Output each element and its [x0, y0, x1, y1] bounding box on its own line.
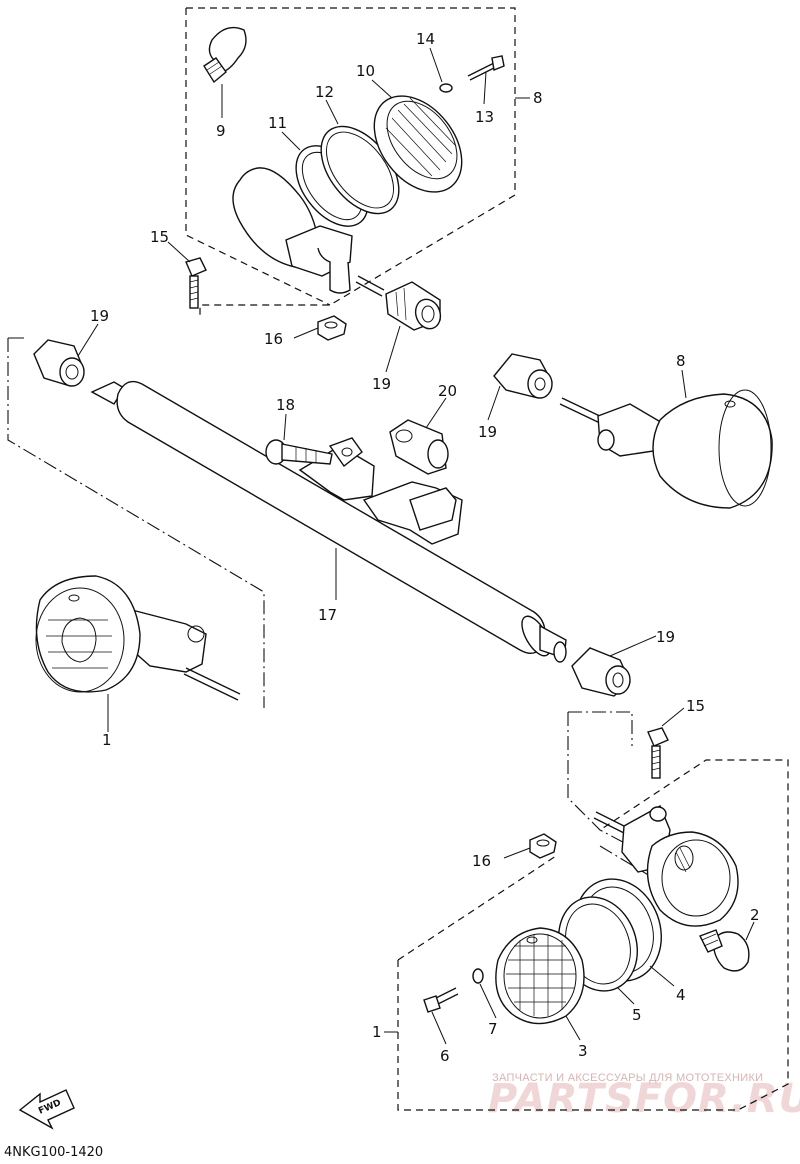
- callout-8-right: 8: [676, 352, 686, 370]
- callout-9: 9: [216, 122, 226, 140]
- callout-16-top: 16: [264, 330, 283, 348]
- callout-20: 20: [438, 382, 457, 400]
- bolt-part-18: [265, 437, 363, 468]
- left-lamp-group-outline: [7, 337, 265, 708]
- callout-17: 17: [318, 606, 337, 624]
- callout-19-left: 19: [90, 307, 109, 325]
- callout-16-lower: 16: [472, 852, 491, 870]
- leader-lines: [77, 47, 755, 1045]
- callout-3: 3: [578, 1042, 588, 1060]
- forward-direction-badge: FWD: [18, 1089, 75, 1130]
- bolt-part-15-lower: [647, 727, 669, 779]
- callout-11: 11: [268, 114, 287, 132]
- bulb-part-9: [203, 26, 247, 118]
- callout-14: 14: [416, 30, 435, 48]
- lamp-part-1-left: [35, 575, 241, 701]
- callout-19-top: 19: [372, 375, 391, 393]
- callout-15-top: 15: [150, 228, 169, 246]
- callout-2: 2: [750, 906, 760, 924]
- grommet-part-19-lower: [571, 647, 631, 697]
- callout-18: 18: [276, 396, 295, 414]
- lamp-part-8-right: [493, 353, 773, 509]
- watermark-brand: PARTSFOR.RU: [488, 1076, 800, 1122]
- grommet-part-19-top: [385, 281, 442, 331]
- callout-8-top: 8: [533, 89, 543, 107]
- callout-numbers: 14 10 12 11 8 13 9 15 16 19 19 8 19 18 2…: [90, 30, 760, 1065]
- washer-part-7: [472, 968, 484, 984]
- callout-19-right: 19: [478, 423, 497, 441]
- callout-6: 6: [440, 1047, 450, 1065]
- bolt-part-15-top: [185, 257, 207, 309]
- lens-part-3: [495, 927, 585, 1025]
- callout-19-lower: 19: [656, 628, 675, 646]
- crossbar-part-17: [90, 380, 567, 663]
- watermark-caption: ЗАПЧАСТИ И АКСЕССУАРЫ ДЛЯ МОТОТЕХНИКИ: [492, 1072, 763, 1084]
- callout-10: 10: [356, 62, 375, 80]
- top-lamp-assembly: [232, 55, 505, 297]
- callout-5: 5: [632, 1006, 642, 1024]
- callout-7: 7: [488, 1020, 498, 1038]
- clamp-part-20: [389, 419, 449, 475]
- nut-part-16-top: [317, 315, 347, 341]
- screw-part-6: [423, 987, 459, 1013]
- callout-13: 13: [475, 108, 494, 126]
- callout-1-left: 1: [102, 731, 112, 749]
- diagram-code: 4NKG100-1420: [4, 1145, 103, 1160]
- grommet-part-19-left: [33, 339, 85, 387]
- callout-1-lower: 1: [372, 1023, 382, 1041]
- callout-15-lower: 15: [686, 697, 705, 715]
- assembly-group-8-outline: [185, 7, 530, 318]
- watermark: PARTSFOR.RU ЗАПЧАСТИ И АКСЕССУАРЫ ДЛЯ МО…: [488, 1072, 800, 1122]
- bulb-part-2: [699, 929, 750, 972]
- lower-lamp-housing: [593, 805, 739, 927]
- nut-part-16-lower: [529, 833, 557, 859]
- callout-12: 12: [315, 83, 334, 101]
- callout-4: 4: [676, 986, 686, 1004]
